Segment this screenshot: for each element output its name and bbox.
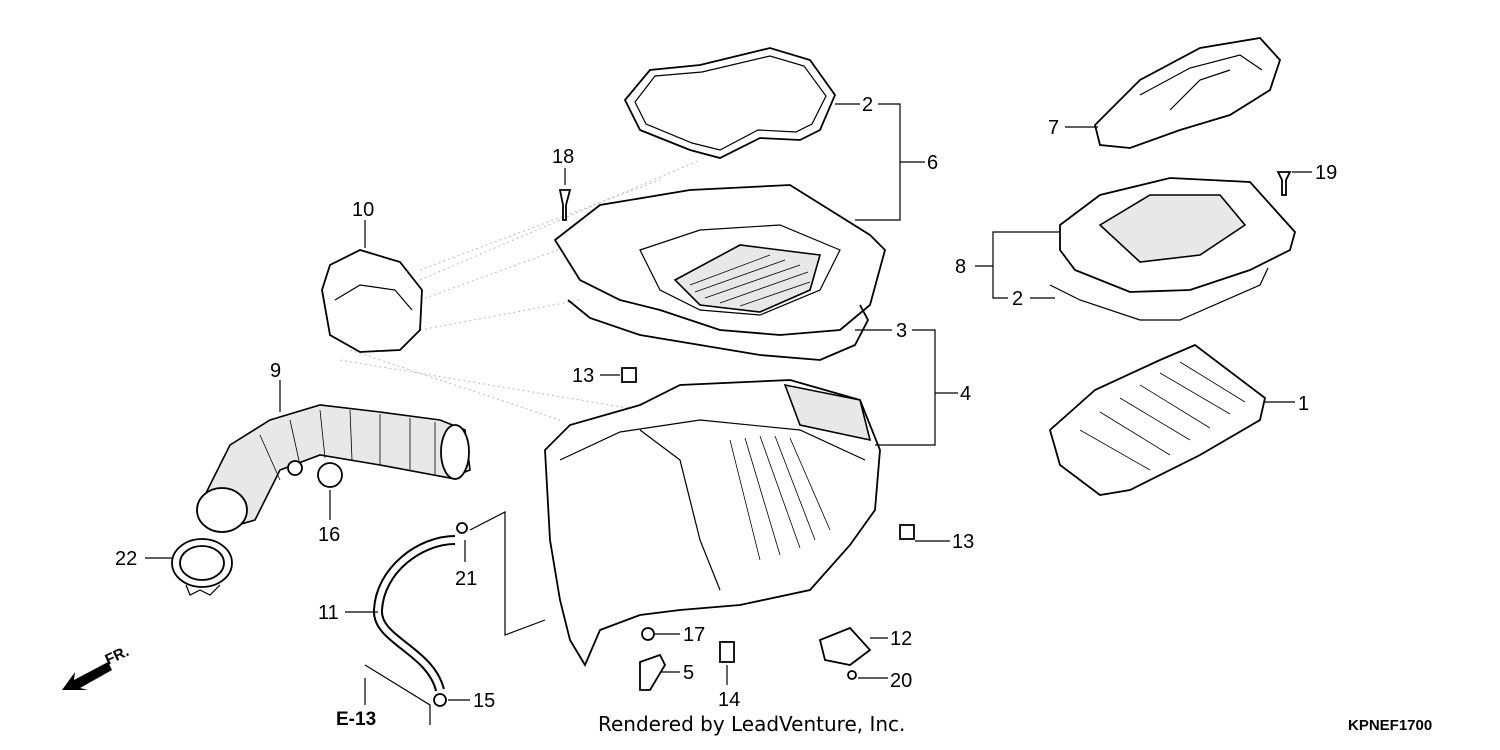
callout-4: 4 [960, 383, 971, 405]
air-cleaner-cover [553, 184, 887, 336]
direction-label: FR. [103, 643, 132, 669]
callout-2-right: 2 [1012, 288, 1023, 310]
callout-12: 12 [890, 628, 912, 650]
callout-19: 19 [1315, 162, 1337, 184]
callout-11: 11 [318, 602, 339, 624]
inlet-cap [321, 249, 423, 353]
callout-16: 16 [318, 524, 340, 546]
callout-21: 21 [455, 568, 477, 590]
band [171, 538, 233, 596]
callout-22: 22 [115, 548, 137, 570]
section-reference[interactable]: E-13 [336, 709, 376, 730]
front-direction-arrow: FR. [62, 643, 132, 690]
render-credit: Rendered by LeadVenture, Inc. [598, 712, 905, 736]
air-duct [1094, 37, 1282, 149]
small-hardware [433, 171, 1292, 707]
leader-lines [145, 103, 1312, 725]
callout-1: 1 [1298, 393, 1309, 415]
callout-20: 20 [890, 670, 912, 692]
seal-gasket-top [623, 47, 837, 159]
air-filter-element [1048, 343, 1267, 496]
clamp [287, 460, 343, 488]
callout-18: 18 [552, 146, 574, 168]
callout-9: 9 [270, 360, 281, 382]
callout-10: 10 [352, 199, 374, 221]
callout-2-top: 2 [862, 94, 873, 116]
callout-13-upper: 13 [572, 365, 594, 387]
callout-17: 17 [683, 624, 705, 646]
callout-numbers: 1 2 2 3 4 5 6 7 8 9 10 11 12 13 13 14 15… [115, 94, 1337, 712]
callout-13-lower: 13 [952, 531, 974, 553]
intake-tube [196, 404, 471, 533]
air-cleaner-case [544, 379, 881, 667]
callout-5: 5 [683, 662, 694, 684]
cover-gasket [567, 299, 870, 361]
drain-hose [373, 535, 456, 692]
callout-14: 14 [718, 689, 740, 711]
diagram-code: KPNEF1700 [1348, 717, 1432, 734]
callout-8: 8 [955, 256, 966, 278]
callout-3: 3 [896, 320, 907, 342]
callout-7: 7 [1048, 117, 1059, 139]
callout-6: 6 [927, 152, 938, 174]
sub-cover [1049, 177, 1296, 321]
callout-15: 15 [473, 690, 495, 712]
